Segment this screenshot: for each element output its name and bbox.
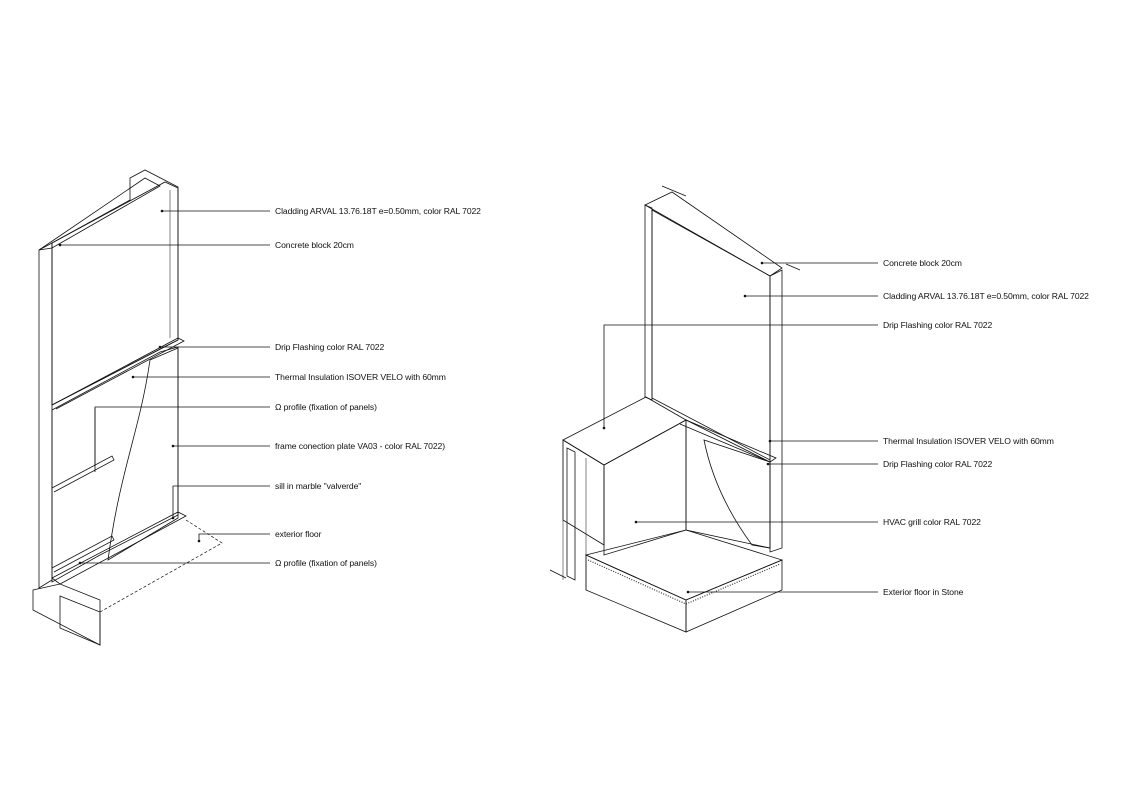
right-support-post xyxy=(566,447,576,581)
left-wall-side xyxy=(38,242,53,589)
right-label-drip-flashing-1: Drip Flashing color RAL 7022 xyxy=(883,320,992,330)
right-label-drip-flashing-2: Drip Flashing color RAL 7022 xyxy=(883,459,992,469)
left-floor-slab xyxy=(32,583,101,646)
right-floor-top xyxy=(584,529,784,601)
left-label-omega-profile-1: Ω profile (fixation of panels) xyxy=(275,402,377,412)
left-label-frame-plate: frame conection plate VA03 - color RAL 7… xyxy=(275,441,445,451)
right-hvac-top xyxy=(562,396,687,466)
left-leader-lines xyxy=(58,209,270,565)
left-drip-flashing xyxy=(51,337,185,410)
right-insulation-sheet xyxy=(703,439,771,549)
left-label-drip-flashing: Drip Flashing color RAL 7022 xyxy=(275,342,384,352)
right-leader-lines xyxy=(602,261,878,594)
left-label-thermal-insulation: Thermal Insulation ISOVER VELO with 60mm xyxy=(275,372,446,382)
right-floor-left-face xyxy=(585,554,687,633)
left-omega-profile-mid xyxy=(51,455,115,493)
left-isometric-drawing xyxy=(32,169,223,646)
right-hvac-left-face xyxy=(562,439,605,546)
left-label-omega-profile-2: Ω profile (fixation of panels) xyxy=(275,558,377,568)
left-label-exterior-floor: exterior floor xyxy=(275,529,322,539)
right-label-exterior-floor: Exterior floor in Stone xyxy=(883,587,964,597)
right-drip-flashing xyxy=(679,419,777,463)
right-floor-right-face xyxy=(685,559,783,633)
left-insulation-sheet xyxy=(107,347,179,561)
right-upper-wall-edge xyxy=(644,204,653,401)
left-cladding-upper xyxy=(51,181,179,406)
left-exterior-floor-outline xyxy=(99,519,223,613)
left-parapet xyxy=(51,169,179,406)
right-isometric-drawing xyxy=(549,185,801,633)
right-label-cladding: Cladding ARVAL 13.76.18T e=0.50mm, color… xyxy=(883,291,1089,301)
right-floor-stone-edge xyxy=(587,559,781,605)
left-floor-stone xyxy=(59,595,101,646)
right-label-hvac-grill: HVAC grill color RAL 7022 xyxy=(883,517,981,527)
left-label-sill: sill in marble "valverde" xyxy=(275,481,361,491)
left-labels: Cladding ARVAL 13.76.18T e=0.50mm, color… xyxy=(275,206,481,568)
right-label-concrete-block: Concrete block 20cm xyxy=(883,258,962,268)
left-cladding-top-edge xyxy=(38,177,161,251)
right-side-column xyxy=(769,269,783,553)
right-labels: Concrete block 20cm Cladding ARVAL 13.76… xyxy=(883,258,1089,597)
left-omega-profile-low xyxy=(51,535,115,573)
left-label-concrete-block: Concrete block 20cm xyxy=(275,240,354,250)
left-lower-opening xyxy=(51,346,179,583)
left-sill xyxy=(51,511,187,585)
left-label-cladding: Cladding ARVAL 13.76.18T e=0.50mm, color… xyxy=(275,206,481,216)
right-lower-opening xyxy=(685,419,771,549)
right-label-thermal-insulation: Thermal Insulation ISOVER VELO with 60mm xyxy=(883,436,1054,446)
right-hvac-grill xyxy=(603,419,687,556)
